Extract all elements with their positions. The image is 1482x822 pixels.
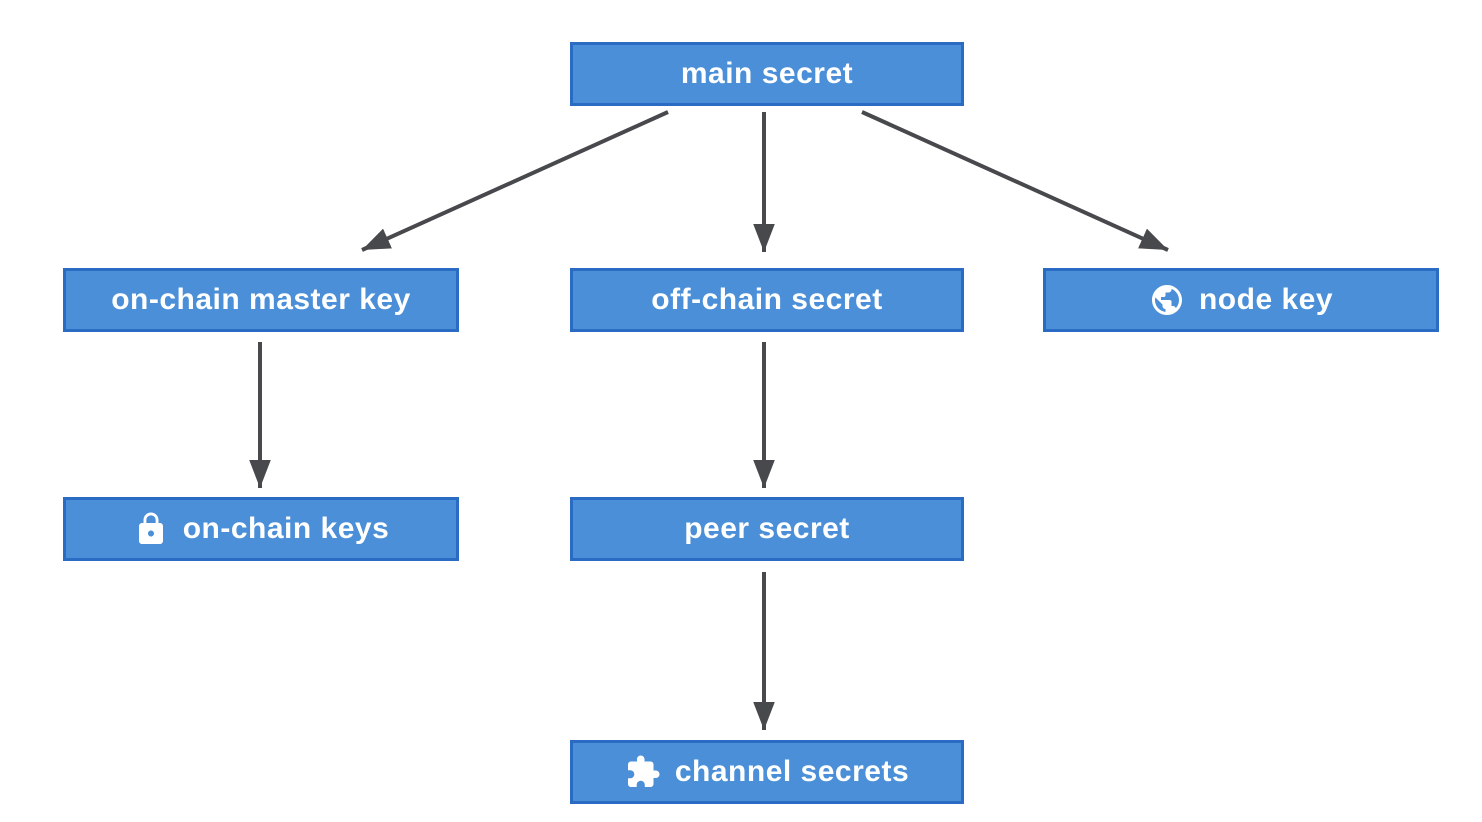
node-on-chain-master-key: on-chain master key (63, 268, 459, 332)
node-main-secret-label: main secret (680, 57, 854, 90)
node-node-key-label: node key (1198, 283, 1334, 316)
globe-icon-svg (1151, 285, 1182, 315)
node-peer-secret-label: peer secret (684, 512, 850, 545)
node-channel-secrets-label: channel secrets (674, 755, 910, 788)
node-on-chain-keys-label: on-chain keys (182, 512, 390, 545)
edge-main-secret-to-on-chain-master-key (361, 110, 669, 252)
node-channel-secrets: channel secrets (570, 740, 964, 804)
node-on-chain-keys: on-chain keys (63, 497, 459, 561)
node-on-chain-master-key-label: on-chain master key (111, 283, 411, 316)
lock-icon (133, 511, 169, 547)
node-off-chain-secret-label: off-chain secret (651, 283, 883, 316)
puzzle-icon (625, 754, 661, 790)
node-node-key: node key (1043, 268, 1439, 332)
lock-icon-svg (138, 512, 163, 544)
node-main-secret: main secret (570, 42, 964, 106)
globe-icon (1149, 282, 1185, 318)
node-off-chain-secret: off-chain secret (570, 268, 964, 332)
edge-main-secret-to-node-key (861, 110, 1169, 252)
node-peer-secret: peer secret (570, 497, 964, 561)
puzzle-icon-svg (627, 755, 660, 787)
